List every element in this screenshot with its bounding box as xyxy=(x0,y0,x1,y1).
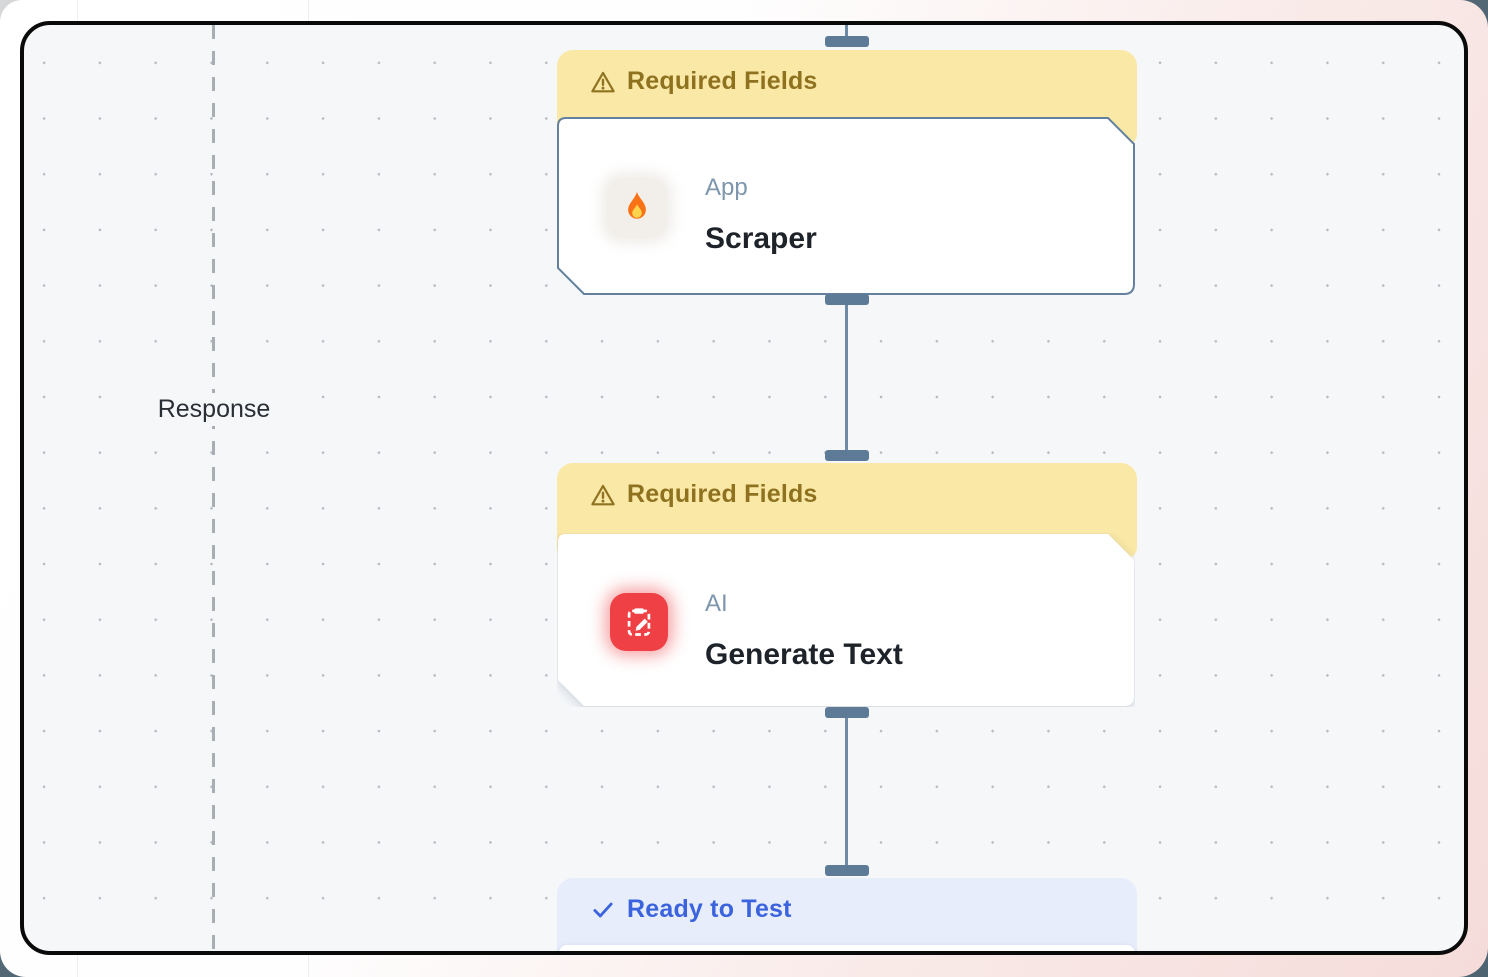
node-scraper[interactable]: Required Fields App Scraper xyxy=(557,50,1137,295)
fire-icon xyxy=(607,178,667,238)
edge-generate-text-to-ready xyxy=(845,717,848,866)
edge-port-scraper-out[interactable] xyxy=(825,294,869,305)
edge-port-scraper-in[interactable] xyxy=(825,36,869,47)
status-banner-label: Required Fields xyxy=(627,480,818,508)
workflow-canvas[interactable]: Response Required Fields App Scra xyxy=(20,21,1468,955)
status-banner-label: Required Fields xyxy=(627,67,818,95)
status-banner-label: Ready to Test xyxy=(627,895,792,923)
node-card-ready[interactable] xyxy=(559,945,1135,951)
node-card-scraper[interactable] xyxy=(557,117,1135,295)
node-title: Generate Text xyxy=(705,638,903,671)
node-generate-text[interactable]: Required Fields AI Generate Text xyxy=(557,463,1137,707)
status-banner-required-fields[interactable]: Required Fields xyxy=(557,50,1137,146)
edge-port-generate-text-in[interactable] xyxy=(825,450,869,461)
node-card-generate-text[interactable] xyxy=(557,533,1135,707)
response-lane-label: Response xyxy=(153,393,275,426)
edge-port-ready-in[interactable] xyxy=(825,865,869,876)
node-ready-to-test[interactable]: Ready to Test xyxy=(557,878,1137,951)
warning-icon xyxy=(591,71,615,93)
node-category: AI xyxy=(705,590,728,617)
status-banner-ready-to-test[interactable]: Ready to Test xyxy=(557,878,1137,951)
edit-document-icon xyxy=(610,593,668,651)
check-icon xyxy=(593,902,613,918)
node-category: App xyxy=(705,174,748,201)
node-title: Scraper xyxy=(705,222,817,255)
warning-icon xyxy=(591,484,615,506)
edge-scraper-to-generate-text xyxy=(845,304,848,451)
response-lane-divider xyxy=(212,25,215,951)
edge-top-to-scraper xyxy=(845,25,848,37)
edge-port-generate-text-out[interactable] xyxy=(825,707,869,718)
